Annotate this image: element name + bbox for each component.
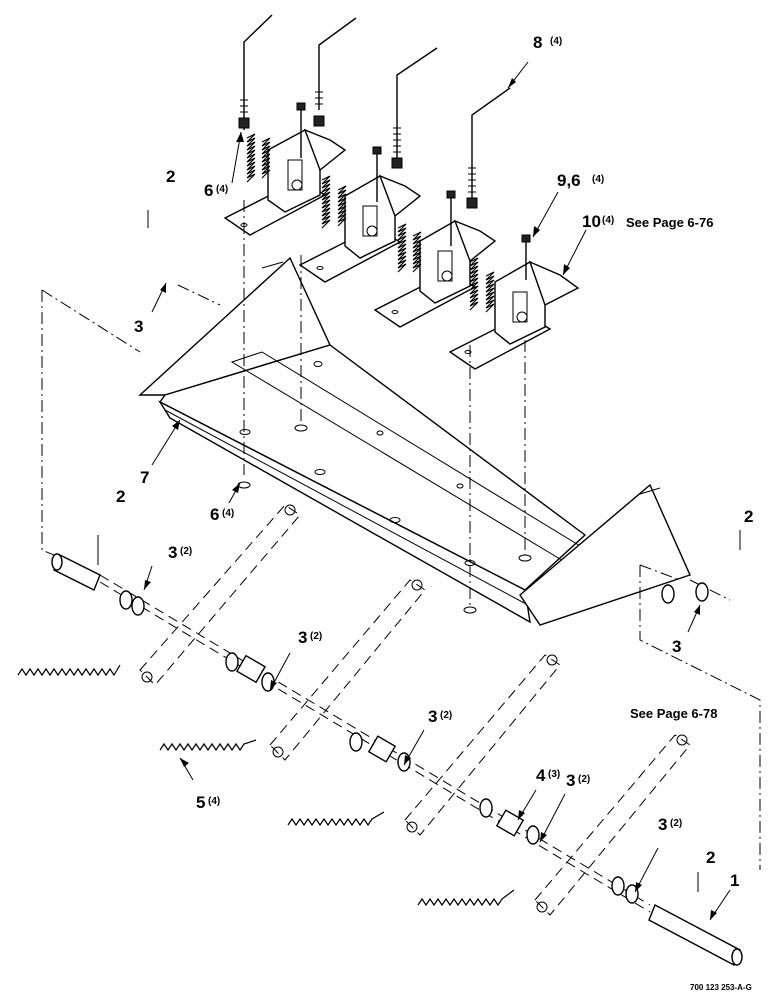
leader-lines — [97, 61, 741, 921]
callout-3-f-qty: (2) — [578, 774, 590, 785]
callout-5-number: 5 — [196, 793, 205, 812]
callout-2-c-number: 2 — [744, 507, 753, 526]
callout-10-qty: (4) — [602, 215, 614, 226]
callout-3-f-number: 3 — [566, 771, 575, 790]
callout-3-b-number: 3 — [168, 543, 177, 562]
j-bolts — [238, 14, 531, 280]
shaft-assembly — [17, 504, 743, 966]
callout-6-top-number: 6 — [204, 181, 213, 200]
drawing-number: 700 123 253-A-G — [690, 983, 752, 992]
callout-1-number: 1 — [730, 871, 739, 890]
callout-3-e-number: 3 — [428, 707, 437, 726]
callout-labels: 8 (4) 6 (4) 2 9,6 (4) 10 (4) See Page 6-… — [116, 33, 753, 992]
callout-4-qty: (3) — [548, 769, 560, 780]
stripper-mount-group — [223, 128, 580, 370]
stripper-mount-4 — [448, 257, 580, 370]
callout-9-6-number: 9,6 — [557, 171, 581, 190]
callout-10-note: See Page 6-76 — [626, 215, 713, 230]
callout-9-6-qty: (4) — [592, 174, 604, 185]
callout-8-number: 8 — [533, 33, 542, 52]
callout-6-mid-qty: (4) — [222, 508, 234, 519]
callout-6-mid-number: 6 — [210, 505, 219, 524]
stripper-mount-2 — [298, 174, 422, 283]
callout-5-qty: (4) — [208, 796, 220, 807]
main-frame — [138, 256, 691, 626]
callout-3-b-qty: (2) — [180, 546, 192, 557]
callout-3-a-number: 3 — [134, 317, 143, 336]
callout-2-d-number: 2 — [706, 848, 715, 867]
callout-10-number: 10 — [582, 212, 601, 231]
callout-3-d-qty: (2) — [310, 631, 322, 642]
callout-3-g-qty: (2) — [670, 818, 682, 829]
callout-3-e-qty: (2) — [440, 710, 452, 721]
callout-2-b-number: 2 — [116, 487, 125, 506]
callout-7-number: 7 — [140, 468, 149, 487]
callout-4-number: 4 — [536, 766, 546, 785]
callout-8-qty: (4) — [550, 36, 562, 47]
callout-3-d-number: 3 — [298, 628, 307, 647]
callout-6-top-qty: (4) — [216, 184, 228, 195]
see-page-6-78-note: See Page 6-78 — [630, 706, 717, 721]
callout-3-g-number: 3 — [658, 815, 667, 834]
callout-2-a-number: 2 — [166, 167, 175, 186]
callout-3-c-number: 3 — [672, 637, 681, 656]
